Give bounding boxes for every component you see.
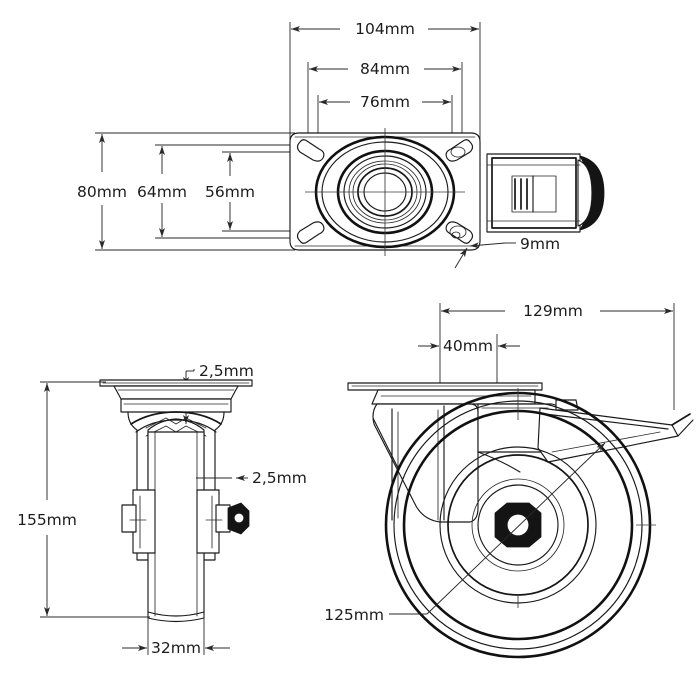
dimension-25mm-side: 2,5mm bbox=[196, 469, 307, 487]
bolt-hole-bottom-left bbox=[296, 221, 325, 244]
front-hub-assembly bbox=[121, 489, 250, 554]
dimension-label-129mm: 129mm bbox=[523, 302, 583, 320]
brake-housing-top bbox=[486, 153, 605, 233]
dimension-label-104mm: 104mm bbox=[355, 20, 415, 38]
dimension-label-40mm: 40mm bbox=[443, 337, 493, 355]
top-view: 104mm 84mm 76mm 80mm bbox=[77, 20, 605, 269]
dimension-104mm: 104mm bbox=[289, 20, 481, 140]
dimension-label-64mm: 64mm bbox=[137, 183, 187, 201]
side-hub-hex-nut bbox=[494, 502, 542, 548]
front-mounting-plate bbox=[99, 379, 253, 413]
side-wheel bbox=[384, 388, 656, 659]
front-view: 2,5mm bbox=[17, 362, 307, 657]
side-view: 129mm 40mm bbox=[324, 302, 694, 659]
brake-lever bbox=[537, 399, 694, 463]
bolt-hole-top-right bbox=[445, 139, 474, 162]
dimension-label-25mm-side: 2,5mm bbox=[252, 469, 307, 487]
dimension-76mm: 76mm bbox=[317, 93, 453, 152]
swivel-bearing-rings bbox=[305, 128, 465, 256]
dimension-155mm: 155mm bbox=[17, 381, 150, 618]
dimension-125mm: 125mm bbox=[324, 442, 606, 624]
dimension-label-80mm: 80mm bbox=[77, 183, 127, 201]
front-wheel bbox=[147, 431, 205, 623]
side-mounting-plate bbox=[347, 382, 543, 405]
dimension-129mm: 129mm bbox=[439, 302, 675, 410]
dimension-40mm: 40mm bbox=[418, 334, 520, 392]
dimension-label-25mm-top: 2,5mm bbox=[199, 362, 254, 380]
bolt-hole-bottom-right bbox=[445, 221, 474, 244]
dimension-80mm: 80mm bbox=[77, 132, 295, 251]
dimension-label-155mm: 155mm bbox=[17, 511, 77, 529]
dimension-label-84mm: 84mm bbox=[360, 60, 410, 78]
dimension-64mm: 64mm bbox=[137, 144, 300, 239]
dimension-32mm: 32mm bbox=[122, 614, 230, 657]
dimension-label-76mm: 76mm bbox=[360, 93, 410, 111]
bolt-hole-top-left bbox=[296, 139, 325, 162]
dimension-label-56mm: 56mm bbox=[205, 183, 255, 201]
dimension-9mm: 9mm bbox=[454, 235, 560, 269]
dimension-label-9mm: 9mm bbox=[520, 235, 560, 253]
dimension-label-125mm: 125mm bbox=[324, 606, 384, 624]
dimension-label-32mm: 32mm bbox=[151, 639, 201, 657]
